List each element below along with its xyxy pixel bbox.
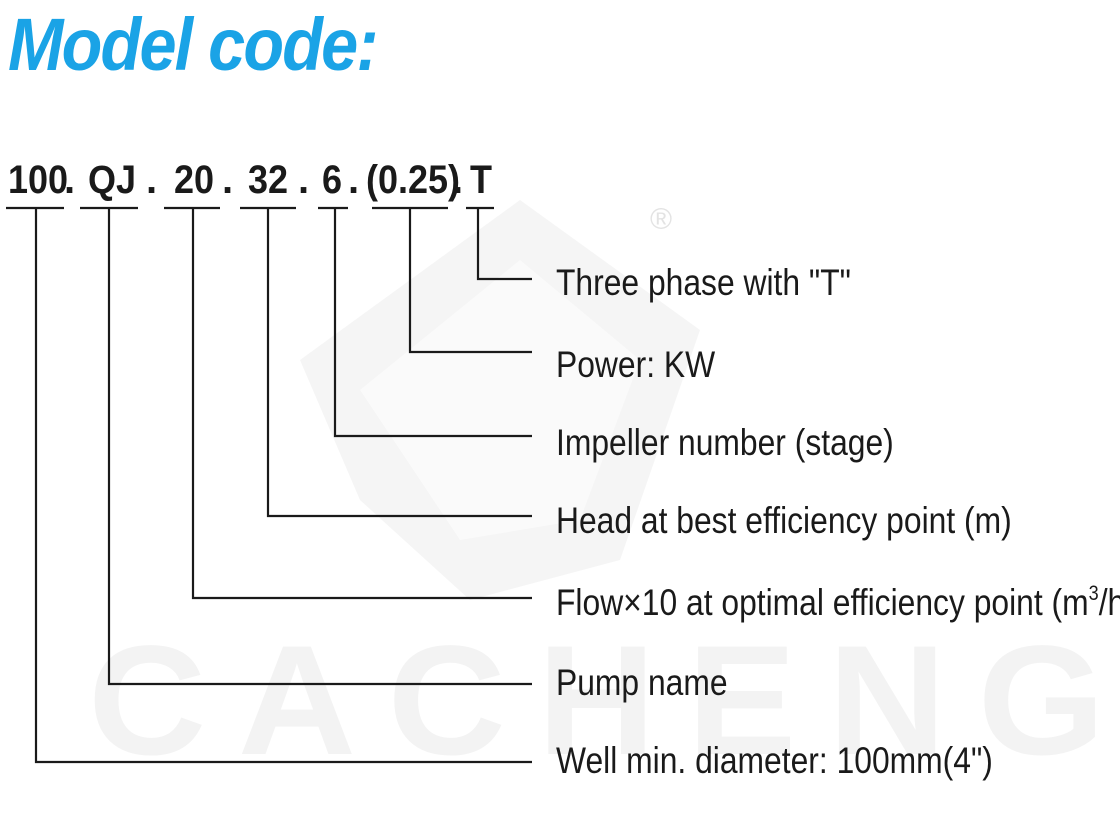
code-separator: . — [452, 158, 464, 202]
label-flow-end: /h) — [1098, 582, 1120, 623]
code-separator: . — [348, 158, 360, 202]
label-pump-name: Pump name — [556, 662, 728, 703]
leader-head — [266, 208, 532, 518]
leader-flow — [191, 208, 532, 600]
leader-phase — [476, 208, 532, 281]
registered-mark: ® — [650, 203, 673, 236]
code-separator: . — [222, 158, 234, 202]
label-flow-main: Flow×10 at optimal efficiency point (m — [556, 582, 1089, 623]
label-impeller-number: Impeller number (stage) — [556, 422, 894, 463]
code-separator: . — [64, 158, 76, 202]
code-segment-impeller: 6 — [322, 158, 343, 202]
code-segment-flow: 20 — [174, 158, 215, 202]
label-power: Power: KW — [556, 344, 716, 385]
code-segment-diameter: 100 — [8, 158, 69, 202]
page-title: Model code: — [8, 3, 379, 86]
leader-impeller — [333, 208, 532, 438]
label-head: Head at best efficiency point (m) — [556, 500, 1012, 541]
leader-power — [408, 208, 532, 354]
label-well-diameter: Well min. diameter: 100mm(4") — [556, 740, 993, 781]
code-segment-head: 32 — [248, 158, 289, 202]
label-three-phase: Three phase with "T" — [556, 262, 851, 303]
label-flow-superscript: 3 — [1088, 582, 1099, 605]
watermark-text: CACHENG — [88, 614, 1120, 788]
code-separator: . — [298, 158, 310, 202]
code-segment-power: (0.25) — [366, 158, 461, 202]
leader-pump-name — [107, 208, 532, 686]
label-flow: Flow×10 at optimal efficiency point (m3/… — [556, 582, 1120, 624]
code-segment-pump-name: QJ — [88, 158, 137, 202]
leader-diameter — [34, 208, 532, 764]
code-separator: . — [146, 158, 158, 202]
code-segment-phase: T — [470, 158, 492, 202]
